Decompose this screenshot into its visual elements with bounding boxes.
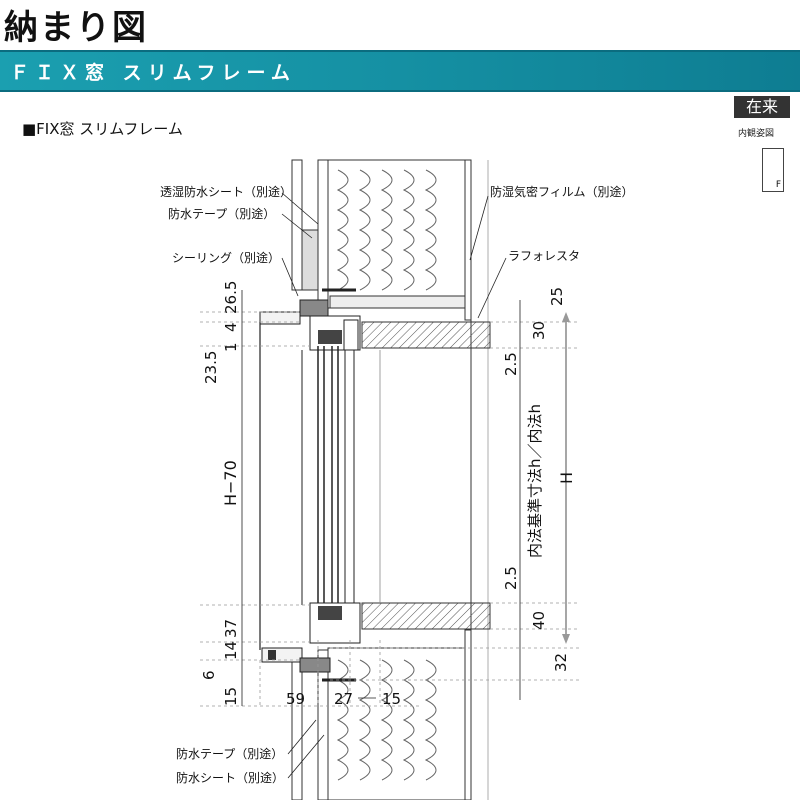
page-title: 納まり図 [4,8,148,48]
leader-lines [281,192,507,779]
dim-30: 30 [530,321,548,340]
frame-sill [261,602,361,673]
label-waterproof-tape-bottom: 防水テープ（別途） [176,746,283,761]
wall-top [291,159,472,321]
dim-37: 37 [222,619,240,638]
label-waterproof-tape-top: 防水テープ（別途） [168,206,275,221]
glazing [259,322,381,650]
dim-2-5-top: 2.5 [502,352,520,376]
dim-27: 27 [334,690,353,708]
dim-23-5: 23.5 [202,351,220,384]
thumbnail-letter: F [775,180,781,190]
dim-H: H [557,472,576,484]
label-waterproof-sheet-bottom: 防水シート（別途） [176,770,284,785]
interior-elevation-label: 内観姿図 [738,129,775,139]
dim-6: 6 [200,670,218,680]
label-vapor-film: 防湿気密フィルム（別途） [490,184,634,199]
dim-26-5: 26.5 [222,281,240,314]
dim-2-5-bottom: 2.5 [502,566,520,590]
dim-h-minus-70: H−70 [221,460,240,506]
frame-head [259,299,361,351]
dim-1: 1 [222,342,240,352]
dim-4: 4 [222,322,240,332]
head-casing [361,321,491,349]
dim-15-bottom: 15 [382,690,401,708]
label-sealing: シーリング（別途） [172,250,280,265]
banner-label: ＦＩＸ窓 スリムフレーム [10,62,296,84]
wall-bottom [291,629,472,800]
guide-lines [200,311,580,707]
dim-32: 32 [552,653,570,672]
construction-type-badge: 在来 [734,96,790,118]
dim-25: 25 [548,287,566,306]
window-thumbnail-icon: F [762,148,784,192]
label-lath: ラフォレスタ [508,249,580,263]
label-moisture-sheet: 透湿防水シート（別途） [160,184,292,199]
dim-40: 40 [530,611,548,630]
section-banner: ＦＩＸ窓 スリムフレーム [0,50,800,92]
dim-15-left: 15 [222,687,240,706]
dim-inner-h: 内法基準寸法h／内法h [526,404,544,558]
dim-14: 14 [222,641,240,660]
dimension-lines-right [519,300,567,700]
dimension-arrows [562,312,570,644]
dim-59: 59 [286,690,305,708]
diagram-subheading: ■FIX窓 スリムフレーム [22,120,183,138]
sill-casing [361,602,491,630]
